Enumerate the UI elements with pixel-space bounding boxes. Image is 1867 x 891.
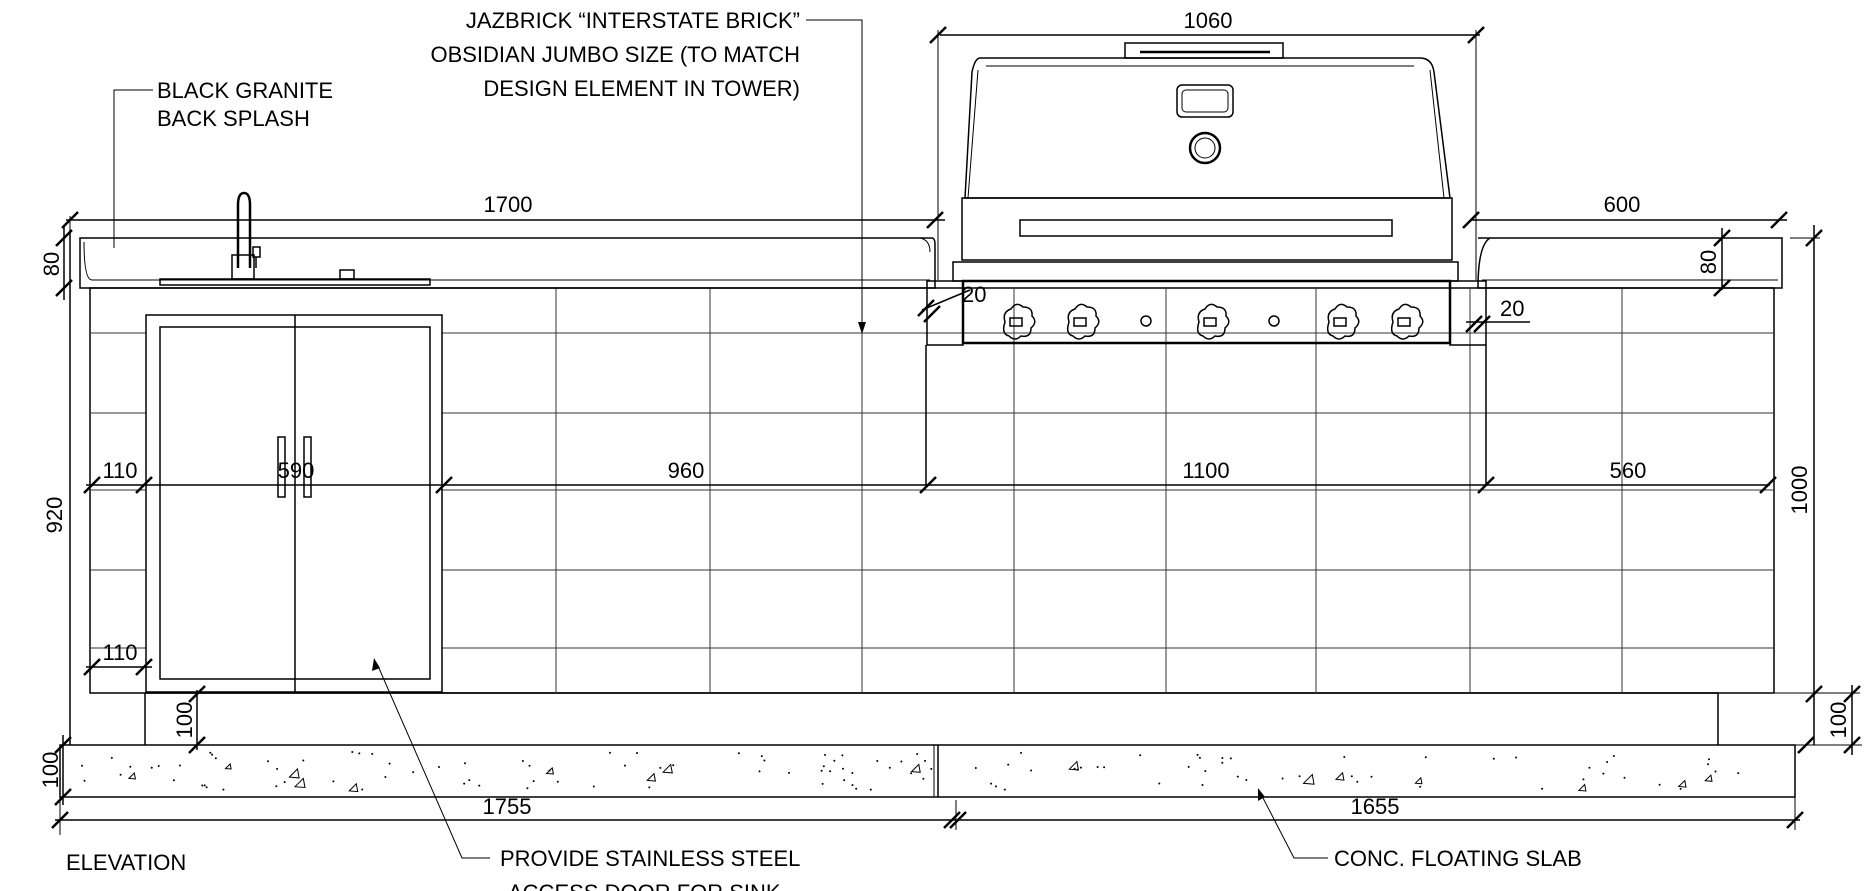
bbq-igniter-icon (1140, 315, 1152, 327)
brick-note-line1: JAZBRICK “INTERSTATE BRICK” (466, 8, 800, 33)
access-door-note-line1: PROVIDE STAINLESS STEEL (500, 846, 800, 871)
concrete-slab (59, 744, 1796, 798)
dim-plinth: 100 (172, 702, 197, 739)
dim-slab-thk-right: 100 (1826, 702, 1851, 739)
dim-slab-left: 1755 (483, 794, 532, 819)
bbq-knob-icon (1002, 303, 1036, 340)
dimension-labels: 1060 1700 600 20 20 110 590 960 1100 560… (38, 8, 1851, 819)
brick-wall (89, 287, 1775, 694)
bbq-knob-icon (1326, 303, 1360, 340)
door-handle-right (303, 436, 312, 498)
backsplash-note-line2: BACK SPLASH (157, 106, 310, 131)
sink-tap (159, 191, 431, 286)
bbq-knob-icon (1390, 303, 1424, 340)
bbq-knob-icon (1196, 303, 1230, 340)
brick-note-line3: DESIGN ELEMENT IN TOWER) (483, 76, 800, 101)
left-benchtop (79, 237, 936, 289)
door-handle-left (277, 436, 286, 498)
dim-height-left: 920 (42, 497, 67, 534)
backsplash-note-line1: BLACK GRANITE (157, 78, 333, 103)
right-benchtop (1477, 237, 1783, 289)
bbq-grill (925, 42, 1487, 485)
dim-bbq-gap-right: 20 (1500, 296, 1524, 321)
sink-access-door (145, 314, 443, 693)
leader-lines (113, 19, 1328, 859)
dimension-lines (51, 26, 1862, 835)
dim-base-panel: 110 (102, 640, 137, 665)
dim-height-right: 1000 (1787, 466, 1812, 515)
dim-bbq-gap-left: 20 (962, 282, 986, 307)
dim-left-bench: 1700 (484, 192, 533, 217)
slab-aggregate (81, 751, 1740, 793)
dim-right-bench: 600 (1604, 192, 1641, 217)
bbq-control-knobs (1002, 303, 1424, 340)
access-door-note-line2: ACCESS DOOR FOR SINK (508, 880, 781, 891)
dim-bbq-width: 1060 (1184, 8, 1233, 33)
dim-left-top-thk: 80 (39, 252, 64, 276)
dim-slab-right: 1655 (1351, 794, 1400, 819)
dim-bbq-cutout: 1100 (1182, 458, 1229, 483)
dim-run-560: 560 (1610, 458, 1647, 483)
annotation-notes: BLACK GRANITE BACK SPLASH JAZBRICK “INTE… (66, 8, 1582, 891)
view-title: ELEVATION (66, 850, 186, 875)
slab-note: CONC. FLOATING SLAB (1334, 846, 1582, 871)
bbq-igniter-icon (1268, 315, 1280, 327)
dim-end-panel: 110 (102, 458, 137, 483)
dim-door-width: 590 (278, 458, 315, 483)
dim-slab-thk-left: 100 (38, 752, 63, 789)
plinth (144, 692, 1719, 745)
bbq-knob-icon (1066, 303, 1100, 340)
dim-run-960: 960 (668, 458, 705, 483)
brick-note-line2: OBSIDIAN JUMBO SIZE (TO MATCH (430, 42, 800, 67)
dim-right-top-thk: 80 (1696, 250, 1721, 274)
